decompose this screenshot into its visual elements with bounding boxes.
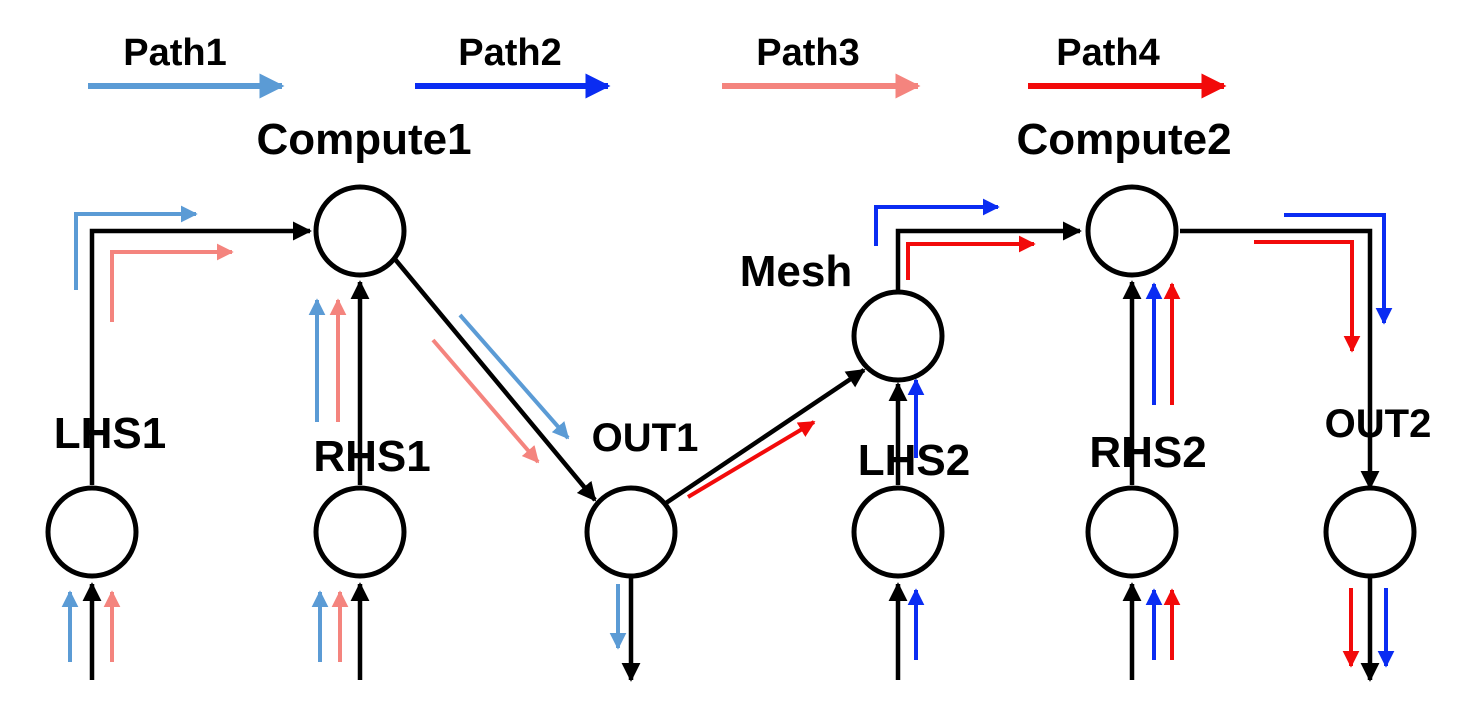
node-rhs1: [313, 485, 407, 579]
path3-arrow-lhs1-to-compute1: [110, 243, 234, 322]
node-compute2: [1085, 184, 1179, 278]
legend-item-path1: Path1: [88, 32, 285, 99]
path1-arrow-compute1-to-out1: [458, 313, 570, 440]
node-lhs1: [45, 485, 139, 579]
path1-arrows: [61, 205, 627, 662]
label-out2: OUT2: [1325, 402, 1432, 446]
legend: Path1 Path2 Path3 Path4: [88, 32, 1227, 99]
legend-label-path1: Path1: [123, 32, 226, 74]
edge-out1-to-mesh: [661, 368, 866, 507]
path2-arrow-compute2-to-out2: [1284, 213, 1393, 325]
edge-lhs1-to-compute1: [89, 221, 312, 485]
label-mesh: Mesh: [740, 247, 852, 296]
path1-arrow-lhs1-to-compute1: [74, 205, 198, 290]
label-rhs1: RHS1: [313, 432, 430, 481]
node-out2: [1323, 485, 1417, 579]
label-compute1: Compute1: [256, 115, 471, 164]
path4-arrow-out1-to-mesh: [686, 420, 816, 499]
edge-compute2-to-out2: [1180, 228, 1380, 490]
label-lhs1: LHS1: [54, 409, 166, 458]
graph-edges: [82, 221, 1380, 682]
node-rhs2: [1085, 485, 1179, 579]
legend-item-path3: Path3: [722, 32, 921, 99]
legend-item-path2: Path2: [415, 32, 611, 99]
label-out1: OUT1: [592, 416, 699, 460]
path3-arrow-compute1-to-out1: [431, 338, 540, 464]
path4-arrows: [686, 235, 1361, 668]
legend-label-path3: Path3: [756, 32, 859, 74]
path4-arrow-compute2-to-out2: [1254, 240, 1361, 353]
edge-compute1-to-out1: [392, 256, 597, 502]
node-labels: Compute1 Compute2 Mesh LHS1 RHS1 OUT1 LH…: [54, 115, 1432, 485]
node-compute1: [313, 184, 407, 278]
node-lhs2: [851, 485, 945, 579]
node-out1: [584, 485, 678, 579]
path3-arrows: [103, 243, 540, 662]
legend-label-path4: Path4: [1056, 32, 1159, 74]
label-rhs2: RHS2: [1089, 428, 1206, 477]
path2-arrows: [874, 198, 1395, 668]
label-compute2: Compute2: [1016, 115, 1231, 164]
graph-nodes: [45, 184, 1417, 579]
legend-label-path2: Path2: [458, 32, 561, 74]
node-mesh: [851, 289, 945, 383]
path4-arrow-mesh-to-compute2: [906, 235, 1036, 280]
label-lhs2: LHS2: [858, 436, 970, 485]
path2-arrow-mesh-to-compute2: [874, 198, 1000, 246]
edge-mesh-to-compute2: [895, 221, 1082, 292]
legend-item-path4: Path4: [1028, 32, 1227, 99]
